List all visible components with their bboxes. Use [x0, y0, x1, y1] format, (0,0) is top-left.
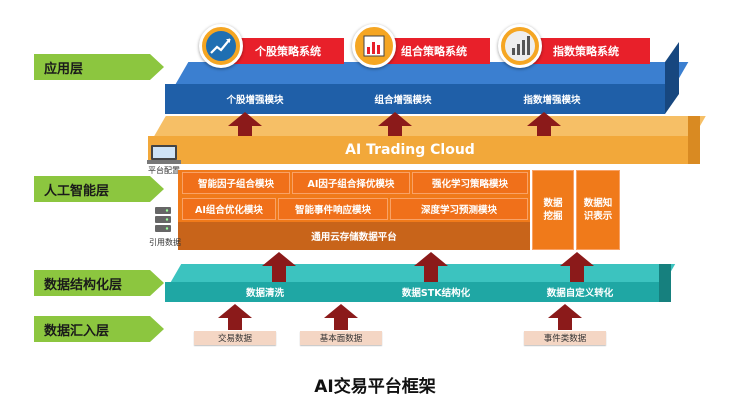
bar-chart-icon — [352, 24, 396, 68]
enhance-module-index: 指数增强模块 — [523, 95, 581, 106]
citation-data-label: 引用数据 — [149, 238, 181, 247]
arrow-stem — [272, 266, 286, 282]
enhance-module-portfolio: 组合增强模块 — [374, 95, 432, 106]
arrow-stem — [570, 266, 584, 282]
arrow-up-icon — [324, 304, 358, 318]
storage-platform: 通用云存储数据平台 — [178, 222, 530, 250]
ai-module-deep-learning: 深度学习预测模块 — [390, 198, 528, 220]
ai-module-factor-combo: 智能因子组合模块 — [182, 172, 290, 194]
cloud-slab-side — [688, 116, 700, 164]
platform-config-label: 平台配置 — [148, 166, 180, 175]
structure-module-custom: 数据自定义转化 — [546, 288, 614, 299]
structure-slab-side — [659, 264, 671, 302]
layer-label-ai: 人工智能层 — [34, 176, 164, 202]
ai-module-factor-select: AI因子组合择优模块 — [292, 172, 410, 194]
arrow-stem — [228, 318, 242, 330]
index-bars-icon — [498, 24, 542, 68]
ai-module-event-response: 智能事件响应模块 — [278, 198, 388, 220]
arrow-up-icon — [262, 252, 296, 266]
arrow-up-icon — [378, 112, 412, 126]
arrow-up-icon — [527, 112, 561, 126]
structure-module-stk: 数据STK结构化 — [401, 288, 471, 299]
source-event-data: 事件类数据 — [524, 331, 606, 345]
structure-module-clean: 数据清洗 — [245, 288, 284, 299]
cloud-title: AI Trading Cloud — [345, 142, 475, 158]
app-slab-front — [165, 84, 665, 114]
structure-slab-front — [165, 282, 659, 302]
ai-module-rl-strategy: 强化学习策略模块 — [412, 172, 528, 194]
source-fundamental-data: 基本面数据 — [300, 331, 382, 345]
enhance-module-stock: 个股增强模块 — [226, 95, 284, 106]
app-slab-side — [665, 42, 679, 114]
app-slab-top — [175, 62, 689, 84]
server-icon — [153, 206, 173, 234]
arrow-up-icon — [228, 112, 262, 126]
arrow-up-icon — [218, 304, 252, 318]
layer-label-structure: 数据结构化层 — [34, 270, 164, 296]
arrow-stem — [424, 266, 438, 282]
arrow-up-icon — [560, 252, 594, 266]
layer-label-input: 数据汇入层 — [34, 316, 164, 342]
arrow-stem — [238, 126, 252, 136]
arrow-stem — [558, 318, 572, 330]
ai-module-portfolio-opt: AI组合优化模块 — [182, 198, 276, 220]
arrow-stem — [334, 318, 348, 330]
side-data-mining: 数据挖掘 — [532, 170, 574, 250]
system-tab-index: 指数策略系统 — [522, 38, 650, 64]
structure-slab-top — [170, 264, 676, 282]
arrow-up-icon — [414, 252, 448, 266]
arrow-stem — [388, 126, 402, 136]
layer-label-app: 应用层 — [34, 54, 164, 80]
arrow-up-icon — [548, 304, 582, 318]
cloud-slab-front — [148, 136, 688, 164]
side-knowledge-repr: 数据知识表示 — [576, 170, 620, 250]
stock-chart-icon — [199, 24, 243, 68]
system-tab-portfolio: 组合策略系统 — [378, 38, 490, 64]
system-tab-stock: 个股策略系统 — [232, 38, 344, 64]
laptop-icon — [146, 143, 182, 167]
source-trade-data: 交易数据 — [194, 331, 276, 345]
diagram-caption: AI交易平台框架 — [314, 377, 436, 397]
arrow-stem — [537, 126, 551, 136]
